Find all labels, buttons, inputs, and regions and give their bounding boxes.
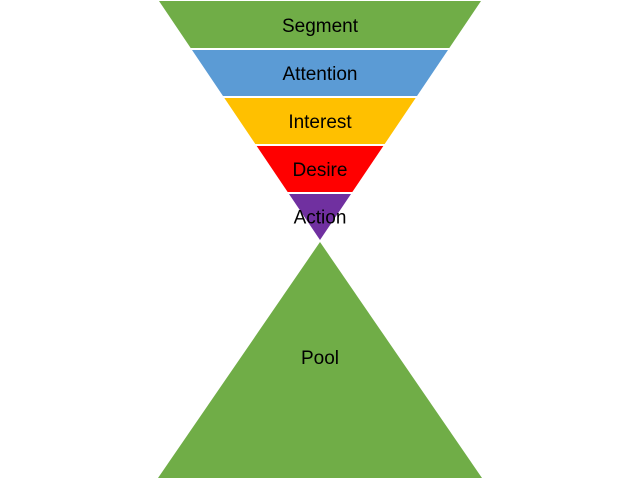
pool: Pool <box>158 242 482 478</box>
funnel-segment-attention <box>192 50 448 96</box>
funnel-label-desire: Desire <box>293 160 348 181</box>
funnel-segment-interest <box>224 98 416 144</box>
funnel-segment-desire <box>256 146 384 192</box>
pool-label: Pool <box>301 348 339 369</box>
funnel-segment-segment <box>159 1 481 48</box>
funnel-segment-action <box>289 194 351 240</box>
funnel-label-interest: Interest <box>288 112 352 133</box>
funnel-label-action: Action <box>294 208 347 229</box>
funnel-label-segment: Segment <box>282 16 359 37</box>
pool-triangle <box>158 242 482 478</box>
funnel-label-attention: Attention <box>283 64 358 85</box>
